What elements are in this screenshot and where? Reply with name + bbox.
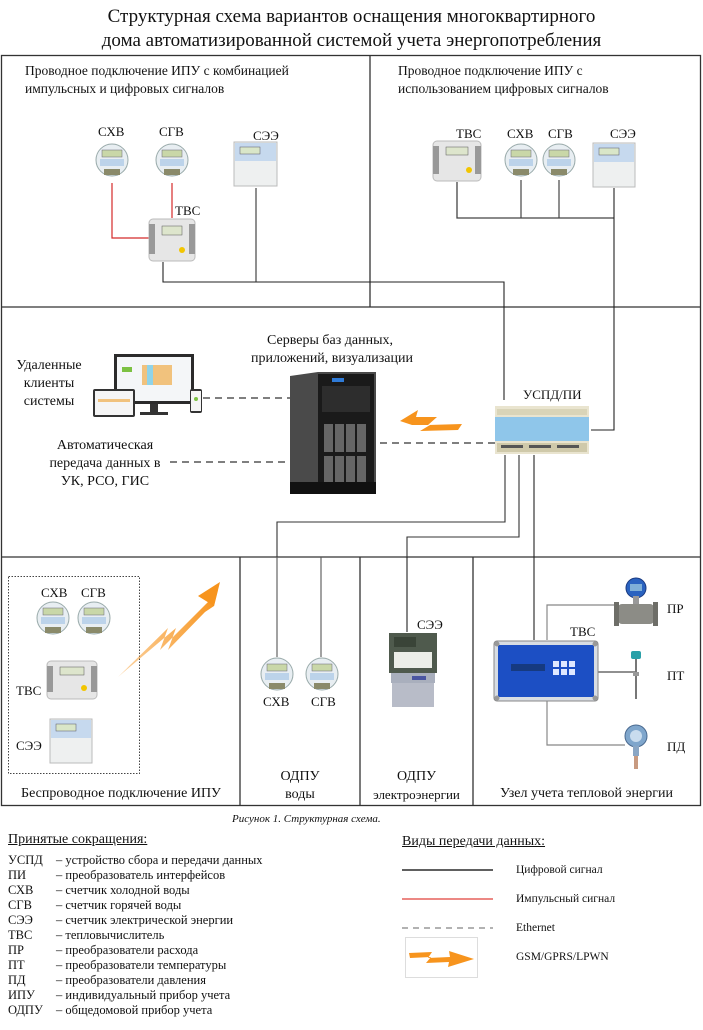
abbreviation-item: УСПД– устройство сбора и передачи данных — [8, 853, 263, 867]
label-tvs: ТВС — [175, 203, 201, 218]
water-meter-icon — [305, 657, 339, 691]
diagram-title-line1: Структурная схема вариантов оснащения мн… — [107, 6, 596, 27]
section-title-wired-mixed-2: импульсных и цифровых сигналов — [25, 81, 225, 96]
digital-wire-right-uspd — [591, 188, 615, 431]
abbreviation-item: ПТ– преобразователи температуры — [8, 958, 227, 972]
electric-meter-icon — [49, 718, 93, 764]
water-meter-icon — [260, 657, 294, 691]
abbreviations-list: УСПД– устройство сбора и передачи данных… — [8, 853, 263, 1018]
label-odpu-cee: СЭЭ — [417, 617, 443, 632]
wire-uspd-water — [276, 455, 506, 557]
legend-ethernet-label: Ethernet — [516, 922, 555, 934]
clients-label-3: системы — [23, 394, 75, 409]
auto-transfer-label-2: передача данных в — [49, 456, 161, 471]
abbreviation-item: СЭЭ– счетчик электрической энергии — [8, 913, 234, 927]
label-cxv: СХВ — [98, 124, 125, 139]
label-pt: ПТ — [667, 668, 685, 683]
legend-gsm-arrow — [409, 951, 474, 967]
figure-caption: Рисунок 1. Структурная схема. — [232, 813, 381, 825]
section-title-wired-digital-2: использованием цифровых сигналов — [398, 81, 609, 96]
wire-pd — [546, 700, 625, 746]
transfer-types-heading: Виды передачи данных: — [402, 834, 546, 849]
server-label-1: Серверы баз данных, — [267, 333, 393, 348]
client-devices-icon — [93, 354, 202, 417]
uspd-device-icon — [495, 406, 589, 454]
wireless-caption: Беспроводное подключение ИПУ — [21, 786, 221, 801]
water-meter-icon — [77, 601, 111, 635]
electric-meter-3ph-icon — [389, 633, 437, 707]
abbreviation-item: ПИ– преобразователь интерфейсов — [8, 868, 226, 882]
clients-label-1: Удаленные — [16, 358, 82, 373]
electric-meter-icon — [233, 141, 278, 187]
label-cee: СЭЭ — [253, 128, 279, 143]
legend-pulse-label: Импульсный сигнал — [516, 893, 616, 905]
legend-gsm-label: GSM/GPRS/LPWN — [516, 951, 609, 963]
label-odpu-cxv: СХВ — [263, 694, 290, 709]
section-title-wired-mixed-1: Проводное подключение ИПУ с комбинацией — [25, 63, 289, 78]
label-cee-2: СЭЭ — [610, 126, 636, 141]
label-pd: ПД — [667, 739, 686, 754]
label-odpu-cgv: СГВ — [311, 694, 336, 709]
abbreviation-item: ИПУ– индивидуальный прибор учета — [8, 988, 231, 1002]
wire-pr — [546, 604, 615, 640]
label-cee-3: СЭЭ — [16, 738, 42, 753]
auto-transfer-label-3: УК, РСО, ГИС — [60, 474, 150, 489]
clients-label-2: клиенты — [23, 376, 75, 391]
flow-transducer-icon — [614, 577, 658, 626]
server-label-2: приложений, визуализации — [251, 351, 413, 366]
outer-frame — [0, 54, 702, 807]
temperature-sensor-icon — [631, 651, 641, 699]
label-tvs-3: ТВС — [16, 683, 42, 698]
uspd-label: УСПД/ПИ — [523, 387, 582, 402]
water-meter-icon — [504, 143, 538, 177]
label-pr: ПР — [667, 601, 684, 616]
digital-wire-left-bus — [162, 262, 505, 400]
odpu-electric-caption-2: электроэнергии — [373, 787, 460, 802]
wireless-group-box — [8, 576, 140, 774]
label-cgv-2: СГВ — [548, 126, 573, 141]
wire-uspd-elec — [406, 455, 520, 557]
legend-digital-label: Цифровой сигнал — [516, 864, 603, 876]
heat-node-caption: Узел учета тепловой энергии — [500, 786, 673, 801]
auto-transfer-label-1: Автоматическая — [56, 438, 154, 453]
digital-wire-right-bus — [456, 182, 614, 219]
water-meter-icon — [95, 143, 129, 177]
abbreviation-item: ПР– преобразователи расхода — [8, 943, 199, 957]
label-heat-tvs: ТВС — [570, 624, 596, 639]
pressure-sensor-icon — [624, 724, 648, 769]
odpu-water-caption-1: ОДПУ — [280, 769, 320, 784]
heat-calculator-icon — [46, 660, 98, 700]
label-cxv-3: СХВ — [41, 585, 68, 600]
water-meter-icon — [542, 143, 576, 177]
odpu-water-caption-2: воды — [285, 787, 315, 802]
label-cgv: СГВ — [159, 124, 184, 139]
heat-calculator-panel-icon — [493, 640, 599, 702]
label-tvs-2: ТВС — [456, 126, 482, 141]
abbreviations-heading: Принятые сокращения: — [8, 832, 148, 847]
abbreviation-item: ПД– преобразователи давления — [8, 973, 206, 987]
server-tower-icon — [290, 372, 376, 494]
water-meter-icon — [155, 143, 189, 177]
heat-calculator-icon — [432, 140, 482, 182]
label-cxv-2: СХВ — [507, 126, 534, 141]
section-title-wired-digital-1: Проводное подключение ИПУ с — [398, 63, 583, 78]
abbreviation-item: ОДПУ– общедомовой прибор учета — [8, 1003, 213, 1017]
diagram-title-line2: дома автоматизированной системой учета э… — [101, 30, 602, 51]
odpu-electric-caption-1: ОДПУ — [397, 769, 436, 784]
water-meter-icon — [36, 601, 70, 635]
heat-calculator-icon — [148, 218, 196, 262]
abbreviation-item: ТВС– тепловычислитель — [8, 928, 165, 942]
pulse-wire-cxv — [111, 183, 150, 239]
wireless-arrow-large — [118, 582, 220, 677]
abbreviation-item: СХВ– счетчик холодной воды — [8, 883, 190, 897]
wireless-arrow-small — [400, 410, 462, 431]
label-cgv-3: СГВ — [81, 585, 106, 600]
abbreviation-item: СГВ– счетчик горячей воды — [8, 898, 182, 912]
electric-meter-icon — [592, 142, 636, 188]
